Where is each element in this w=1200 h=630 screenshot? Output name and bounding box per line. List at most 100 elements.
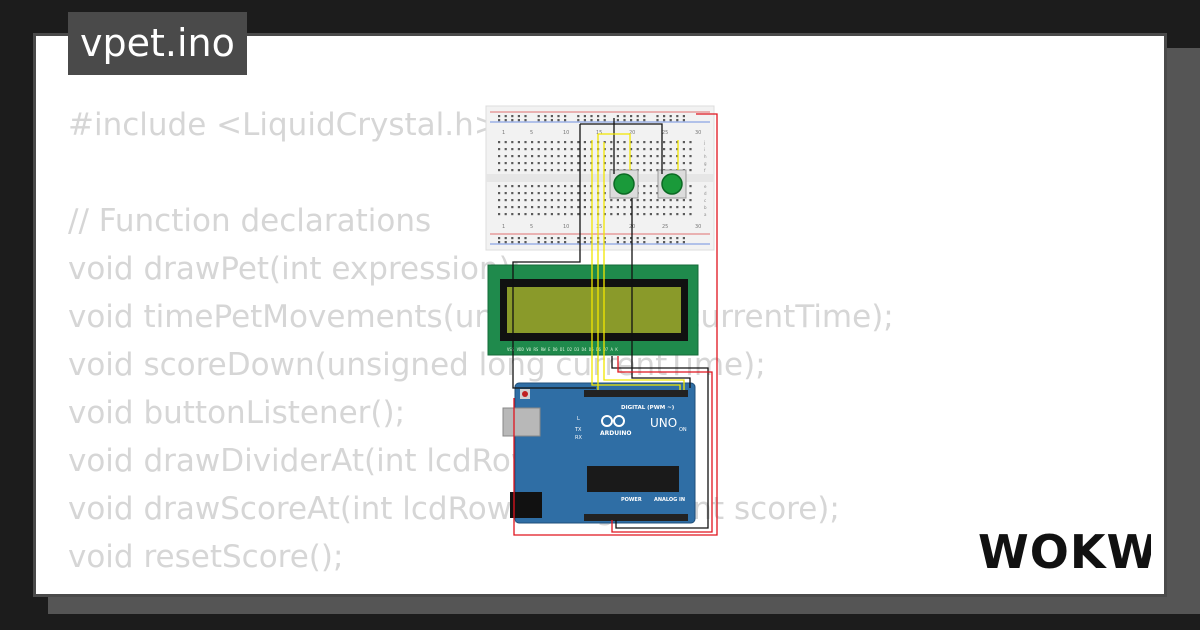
breadboard-hole: [498, 155, 501, 158]
wire-black-button: [631, 198, 691, 388]
breadboard-hole: [564, 206, 567, 209]
breadboard-hole: [643, 213, 646, 216]
breadboard-hole: [504, 148, 507, 151]
breadboard-hole: [577, 185, 580, 188]
breadboard-hole: [630, 148, 633, 151]
breadboard-hole: [577, 169, 580, 172]
breadboard-hole: [504, 141, 507, 144]
breadboard-hole: [550, 141, 553, 144]
breadboard-hole: [616, 162, 619, 165]
breadboard-hole: [630, 141, 633, 144]
breadboard-hole: [636, 237, 639, 240]
breadboard-hole: [564, 169, 567, 172]
breadboard-hole: [550, 192, 553, 195]
breadboard-hole: [643, 241, 646, 244]
breadboard-hole: [511, 213, 514, 216]
breadboard-hole: [517, 192, 520, 195]
breadboard-hole: [504, 237, 507, 240]
breadboard-hole: [498, 119, 501, 122]
breadboard-hole: [676, 141, 679, 144]
bb-col-number: 1: [502, 130, 505, 136]
breadboard-hole: [498, 213, 501, 216]
breadboard-hole: [537, 155, 540, 158]
breadboard-hole: [524, 148, 527, 151]
project-title[interactable]: vpet.ino: [68, 12, 247, 75]
breadboard-hole: [603, 162, 606, 165]
breadboard-hole: [676, 148, 679, 151]
breadboard-hole: [517, 199, 520, 202]
breadboard-hole: [623, 206, 626, 209]
breadboard-hole: [550, 199, 553, 202]
breadboard-hole: [610, 155, 613, 158]
breadboard-hole: [524, 155, 527, 158]
breadboard-hole: [663, 241, 666, 244]
breadboard-hole: [570, 199, 573, 202]
breadboard-hole: [531, 169, 534, 172]
breadboard-hole: [603, 213, 606, 216]
breadboard-hole: [603, 119, 606, 122]
breadboard-hole: [636, 141, 639, 144]
breadboard-hole: [498, 185, 501, 188]
breadboard-hole: [531, 141, 534, 144]
breadboard-hole: [557, 155, 560, 158]
breadboard-hole: [643, 192, 646, 195]
breadboard-hole: [669, 148, 672, 151]
breadboard-hole: [676, 199, 679, 202]
breadboard-hole: [517, 169, 520, 172]
code-line: #include <LiquidCrystal.h>: [68, 107, 500, 143]
breadboard-hole: [524, 119, 527, 122]
reset-button[interactable]: [522, 391, 528, 397]
breadboard-hole: [590, 119, 593, 122]
breadboard-hole: [504, 162, 507, 165]
bb-row-letter: b: [704, 205, 707, 210]
breadboard-hole: [564, 192, 567, 195]
breadboard-hole: [689, 213, 692, 216]
breadboard-hole: [649, 185, 652, 188]
breadboard-hole: [656, 155, 659, 158]
bb-col-number: 5: [530, 130, 533, 136]
breadboard-hole: [544, 241, 547, 244]
breadboard-hole: [557, 119, 560, 122]
breadboard-hole: [504, 185, 507, 188]
arduino-uno: DIGITAL (PWM ~) ARDUINO UNO TX RX ON L P…: [502, 382, 696, 524]
bb-row-letter: d: [704, 191, 707, 196]
breadboard-hole: [603, 199, 606, 202]
breadboard-hole: [544, 185, 547, 188]
breadboard-hole: [682, 162, 685, 165]
bb-row-letter: e: [704, 184, 707, 189]
breadboard-hole: [570, 169, 573, 172]
tx-label: TX: [574, 427, 582, 433]
breadboard-hole: [603, 155, 606, 158]
breadboard-hole: [531, 206, 534, 209]
breadboard-hole: [511, 162, 514, 165]
breadboard-hole: [643, 148, 646, 151]
breadboard-hole: [643, 119, 646, 122]
breadboard-hole: [636, 155, 639, 158]
breadboard-hole: [583, 199, 586, 202]
breadboard-hole: [656, 237, 659, 240]
breadboard-hole: [531, 185, 534, 188]
breadboard-hole: [564, 237, 567, 240]
breadboard-hole: [570, 206, 573, 209]
breadboard-hole: [636, 148, 639, 151]
breadboard-hole: [669, 141, 672, 144]
wires: [512, 113, 718, 536]
breadboard-hole: [610, 148, 613, 151]
pushbutton-left[interactable]: [609, 169, 639, 199]
breadboard-hole: [524, 169, 527, 172]
breadboard-hole: [517, 162, 520, 165]
usb-port: [502, 407, 541, 437]
breadboard-hole: [511, 185, 514, 188]
breadboard-hole: [577, 148, 580, 151]
bb-row-letter: g: [704, 161, 707, 166]
pushbutton-right[interactable]: [657, 169, 687, 199]
breadboard-hole: [524, 206, 527, 209]
breadboard-hole: [630, 213, 633, 216]
breadboard-hole: [517, 237, 520, 240]
bb-col-number: 5: [530, 224, 533, 230]
breadboard-hole: [544, 155, 547, 158]
code-line: void timePetMovements(unsigned long curr…: [68, 299, 894, 335]
breadboard-hole: [649, 213, 652, 216]
breadboard-hole: [676, 162, 679, 165]
wokwi-logo-text: WOKWi: [978, 525, 1151, 579]
